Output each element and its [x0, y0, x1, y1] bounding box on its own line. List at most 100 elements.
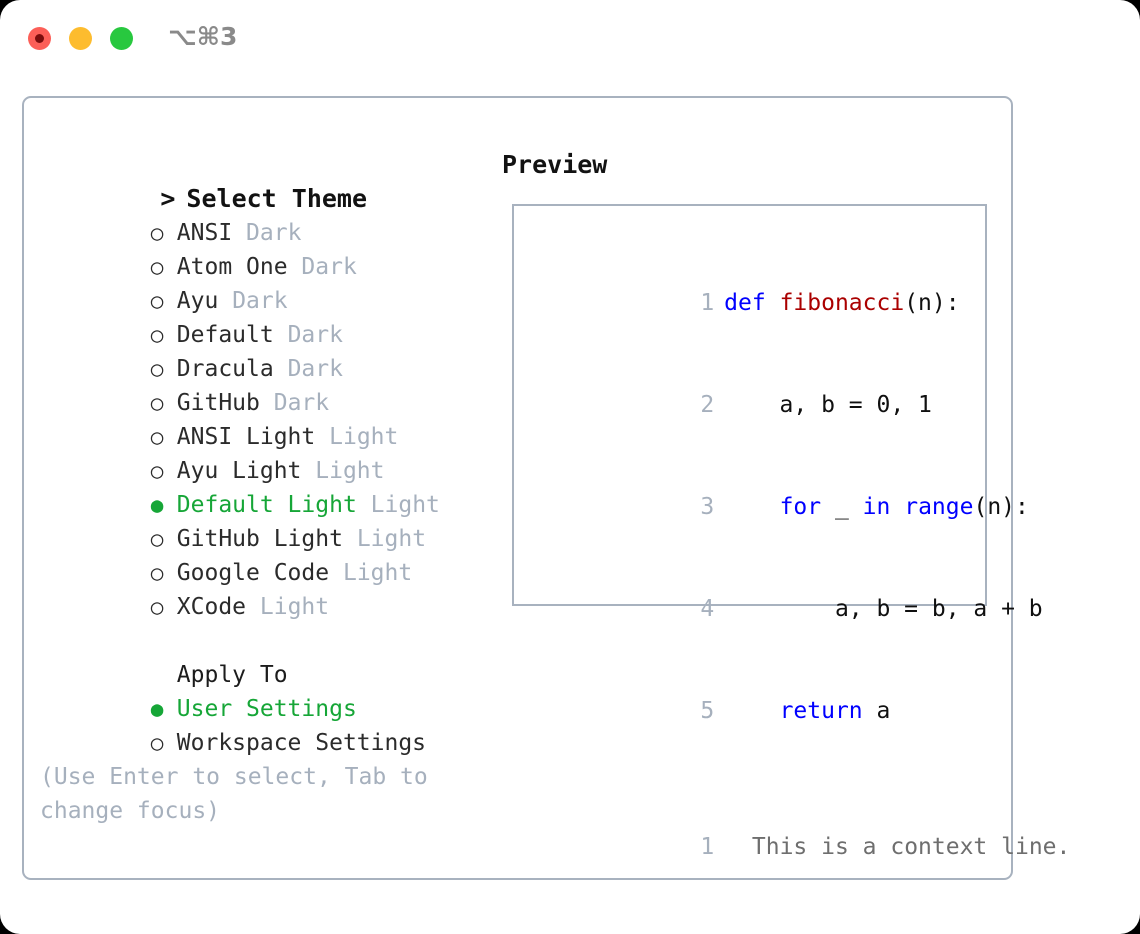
code-token: a, b = 0, 1 — [724, 392, 932, 418]
code-line: 5 return a — [524, 660, 979, 762]
prompt-caret-icon: > — [160, 184, 176, 213]
code-token — [890, 494, 904, 520]
code-token: for — [779, 494, 822, 520]
radio-unselected-icon[interactable]: ○ — [150, 459, 164, 483]
theme-name-label: ANSI Light — [176, 424, 316, 450]
apply-to-label: Apply To — [176, 662, 288, 688]
line-number: 3 — [700, 494, 715, 520]
theme-list-item[interactable]: ○ Google Code Light — [40, 522, 490, 586]
code-token: a, b = b, a + b — [724, 596, 1043, 622]
minimize-button[interactable] — [69, 27, 92, 50]
theme-list-item[interactable]: ○ Default Dark — [40, 284, 490, 348]
code-token: a — [862, 698, 891, 724]
line-number: 1 — [700, 834, 715, 860]
code-token: in — [862, 494, 891, 520]
theme-list-item[interactable]: ○ XCode Light — [40, 556, 490, 620]
theme-list-item[interactable]: ○ Ayu Light Light — [40, 420, 490, 484]
radio-unselected-icon[interactable]: ○ — [150, 425, 164, 449]
code-line: 2 a, b = 0, 1 — [524, 354, 979, 456]
theme-name-label: Dracula — [176, 356, 274, 382]
theme-kind-label: Light — [356, 526, 427, 552]
radio-unselected-icon[interactable]: ○ — [150, 255, 164, 279]
theme-kind-label: Light — [315, 458, 385, 484]
keyboard-shortcut-label: ⌥⌘3 — [168, 22, 238, 51]
title-bar: ⌥⌘3 — [0, 0, 1140, 78]
line-number: 5 — [700, 698, 715, 724]
keyboard-hint-text: (Use Enter to select, Tab to change focu… — [40, 764, 442, 824]
line-number: 4 — [700, 596, 715, 622]
code-line: 3 for _ in range(n): — [524, 456, 1029, 558]
code-token: (n): — [904, 290, 960, 316]
maximize-button[interactable] — [110, 27, 133, 50]
apply-to-option-label: Workspace Settings — [176, 730, 427, 756]
theme-list-item[interactable]: ○Atom One Dark — [40, 216, 490, 280]
theme-name-label: Default — [176, 322, 274, 348]
theme-name-label: XCode — [176, 594, 247, 620]
apply-to-option-label: User Settings — [176, 696, 357, 722]
code-token: return — [779, 698, 863, 724]
code-token: fibonacci — [779, 290, 905, 316]
theme-name-label: ANSI — [176, 220, 233, 246]
theme-list-item-selected[interactable]: ● Default Light Light — [40, 454, 490, 518]
theme-list-item[interactable]: ○ANSI Dark — [40, 182, 490, 246]
diff-line-deleted: 2- This line was deleted. — [524, 898, 979, 934]
radio-unselected-icon[interactable]: ○ — [150, 731, 164, 755]
code-token — [724, 494, 779, 520]
theme-name-label: Ayu Light — [176, 458, 302, 484]
theme-name-label: Default Light — [176, 492, 357, 518]
radio-unselected-icon[interactable]: ○ — [150, 323, 164, 347]
theme-kind-label: Dark — [232, 288, 288, 314]
diff-line-context: 1 This is a context line. — [524, 796, 1070, 898]
theme-kind-label: Dark — [273, 390, 330, 416]
radio-selected-icon[interactable]: ● — [150, 493, 164, 517]
code-token: range — [904, 494, 974, 520]
radio-unselected-icon[interactable]: ○ — [150, 527, 164, 551]
theme-list-item[interactable]: ○ GitHub Dark — [40, 352, 490, 416]
radio-unselected-icon[interactable]: ○ — [150, 595, 164, 619]
code-token: _ — [821, 494, 863, 520]
theme-list-item[interactable]: ○ ANSI Light Light — [40, 386, 490, 450]
theme-kind-label: Light — [329, 424, 399, 450]
line-number: 1 — [700, 290, 715, 316]
close-button[interactable] — [28, 27, 51, 50]
theme-kind-label: Light — [342, 560, 413, 586]
theme-name-label: GitHub — [176, 390, 260, 416]
preview-title: Preview — [502, 150, 608, 179]
select-theme-header-label: Select Theme — [186, 184, 368, 213]
theme-list-item[interactable]: ○ Dracula Dark — [40, 318, 490, 382]
theme-list-item[interactable]: ○ GitHub Light Light — [40, 488, 490, 552]
line-number: 2 — [700, 392, 715, 418]
apply-to-option-selected[interactable]: ● User Settings — [40, 658, 490, 722]
theme-list-item[interactable]: ○ Ayu Dark — [40, 250, 490, 314]
diff-text: This is a context line. — [738, 834, 1071, 860]
theme-name-label: Ayu — [176, 288, 219, 314]
theme-kind-label: Dark — [287, 322, 343, 348]
traffic-lights — [28, 27, 133, 50]
theme-name-label: Atom One — [176, 254, 288, 280]
select-theme-header: > Select Theme — [40, 148, 490, 213]
radio-unselected-icon[interactable]: ○ — [150, 357, 164, 381]
theme-kind-label: Dark — [287, 356, 343, 382]
theme-name-label: Google Code — [176, 560, 330, 586]
theme-name-label: GitHub Light — [176, 526, 343, 552]
theme-kind-label: Light — [259, 594, 330, 620]
apply-to-section-header: ○Apply To — [40, 624, 490, 688]
code-diff-separator — [524, 762, 979, 796]
code-token — [724, 698, 779, 724]
code-token: (n): — [973, 494, 1029, 520]
radio-unselected-icon[interactable]: ○ — [150, 221, 164, 245]
theme-selector-panel: >Select Theme ○ANSI Dark ○Atom One Dark … — [22, 96, 1070, 880]
radio-selected-icon[interactable]: ● — [150, 697, 164, 721]
radio-unselected-icon[interactable]: ○ — [150, 561, 164, 585]
diff-marker — [724, 834, 738, 860]
blank-bullet-icon: ○ — [151, 658, 177, 692]
theme-kind-label: Light — [370, 492, 440, 518]
apply-to-option[interactable]: ○ Workspace Settings — [40, 692, 490, 756]
radio-unselected-icon[interactable]: ○ — [150, 289, 164, 313]
radio-unselected-icon[interactable]: ○ — [150, 391, 164, 415]
